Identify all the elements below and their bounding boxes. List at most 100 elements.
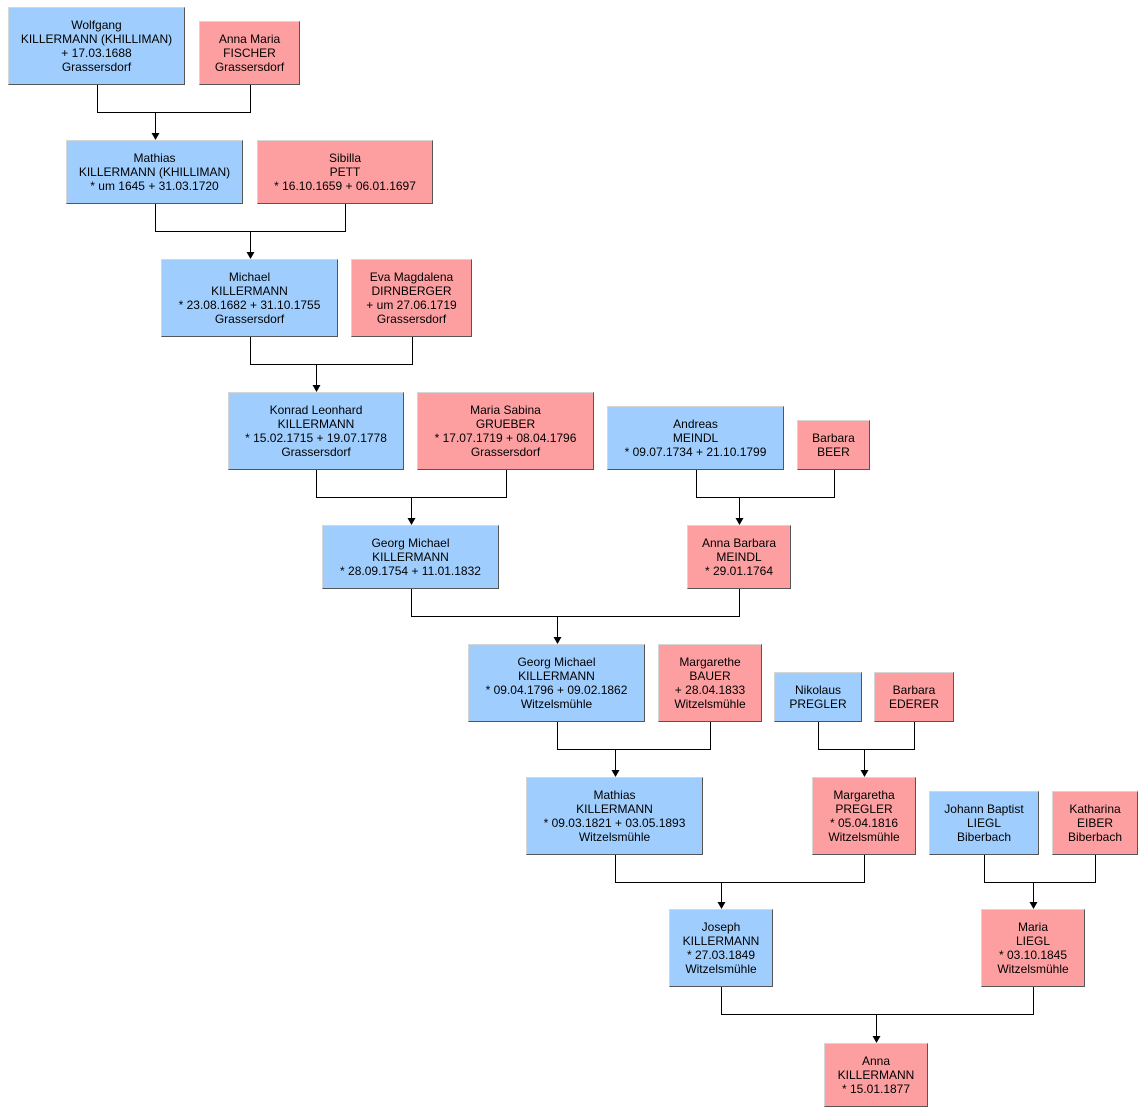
person-line: * um 1645 + 31.03.1720 — [90, 179, 219, 193]
couple-connector — [984, 855, 1096, 883]
person-line: FISCHER — [223, 46, 276, 60]
person-line: Margaretha — [833, 788, 895, 802]
person-line: Michael — [228, 270, 271, 284]
person-line: KILLERMANN — [277, 417, 355, 431]
person-line: KILLERMANN — [518, 669, 595, 683]
person-line: Grassersdorf — [61, 60, 132, 74]
person-line: * 27.03.1849 — [686, 948, 756, 962]
couple-connector — [411, 589, 740, 617]
person-line: KILLERMANN (KHILLIMAN) — [78, 165, 231, 179]
person-line: Witzelsmühle — [997, 962, 1069, 976]
person-line: Anna — [861, 1054, 891, 1068]
couple-connector — [818, 722, 915, 750]
person-line: Biberbach — [1067, 830, 1123, 844]
person-line: Georg Michael — [371, 536, 450, 550]
couple-connector — [97, 85, 251, 113]
person-line: * 09.03.1821 + 03.05.1893 — [543, 816, 686, 830]
person-line: KILLERMANN — [372, 550, 449, 564]
arrow-head — [151, 133, 160, 140]
person-line: Grassersdorf — [214, 60, 285, 74]
person-line: KILLERMANN — [576, 802, 653, 816]
person-line: BAUER — [689, 669, 731, 683]
person-line: * 09.07.1734 + 21.10.1799 — [624, 445, 767, 459]
couple-connector — [696, 470, 835, 498]
person-line: KILLERMANN — [837, 1068, 915, 1082]
person-line: Barbara — [812, 431, 855, 445]
arrow-head — [553, 637, 562, 644]
person-line: Mathias — [133, 151, 176, 165]
person-line: BEER — [817, 445, 850, 459]
person-line: PETT — [329, 165, 361, 179]
person-line: Anna Barbara — [701, 536, 777, 550]
person-line: * 28.09.1754 + 11.01.1832 — [340, 564, 481, 578]
arrow-head — [735, 518, 744, 525]
person-line: Witzelsmühle — [520, 697, 593, 711]
person-line: PREGLER — [789, 697, 847, 711]
person-line: KILLERMANN — [211, 284, 288, 298]
person-line: Johann Baptist — [944, 802, 1024, 816]
person-line: Anna Maria — [218, 32, 281, 46]
person-line: Witzelsmühle — [828, 830, 900, 844]
person-line: Margarethe — [679, 655, 741, 669]
person-line: Witzelsmühle — [674, 697, 746, 711]
person-line: * 15.01.1877 — [841, 1082, 911, 1096]
person-line: Maria Sabina — [470, 403, 541, 417]
person-line: Katharina — [1069, 802, 1121, 816]
arrow-head — [407, 518, 416, 525]
person-line: * 16.10.1659 + 06.01.1697 — [274, 179, 416, 193]
person-line: + um 27.06.1719 — [366, 298, 457, 312]
person-line: + 17.03.1688 — [61, 46, 132, 60]
person-line: Eva Magdalena — [369, 270, 454, 284]
person-line: Mathias — [593, 788, 636, 802]
person-line: Grassersdorf — [214, 312, 285, 326]
person-line: Maria — [1017, 920, 1048, 934]
person-line: KILLERMANN (KHILLIMAN) — [20, 32, 173, 46]
person-line: * 09.04.1796 + 09.02.1862 — [485, 683, 628, 697]
person-line: PREGLER — [835, 802, 893, 816]
person-line: KILLERMANN — [682, 934, 760, 948]
person-line: * 29.01.1764 — [704, 564, 774, 578]
arrow-head — [872, 1036, 881, 1043]
person-line: Grassersdorf — [470, 445, 541, 459]
person-line: Joseph — [701, 920, 741, 934]
person-line: DIRNBERGER — [371, 284, 452, 298]
arrow-head — [717, 902, 726, 909]
person-line: * 17.07.1719 + 08.04.1796 — [434, 431, 577, 445]
person-line: * 15.02.1715 + 19.07.1778 — [245, 431, 387, 445]
person-line: Sibilla — [328, 151, 361, 165]
person-line: Wolfgang — [71, 18, 122, 32]
couple-connector — [615, 855, 865, 883]
person-line: Biberbach — [956, 830, 1012, 844]
person-line: Grassersdorf — [376, 312, 447, 326]
person-line: Witzelsmühle — [578, 830, 651, 844]
person-line: + 28.04.1833 — [674, 683, 746, 697]
arrow-head — [312, 385, 321, 392]
person-line: Barbara — [892, 683, 936, 697]
person-line: EIBER — [1076, 816, 1113, 830]
person-line: GRUEBER — [475, 417, 536, 431]
person-line: LIEGL — [966, 816, 1002, 830]
